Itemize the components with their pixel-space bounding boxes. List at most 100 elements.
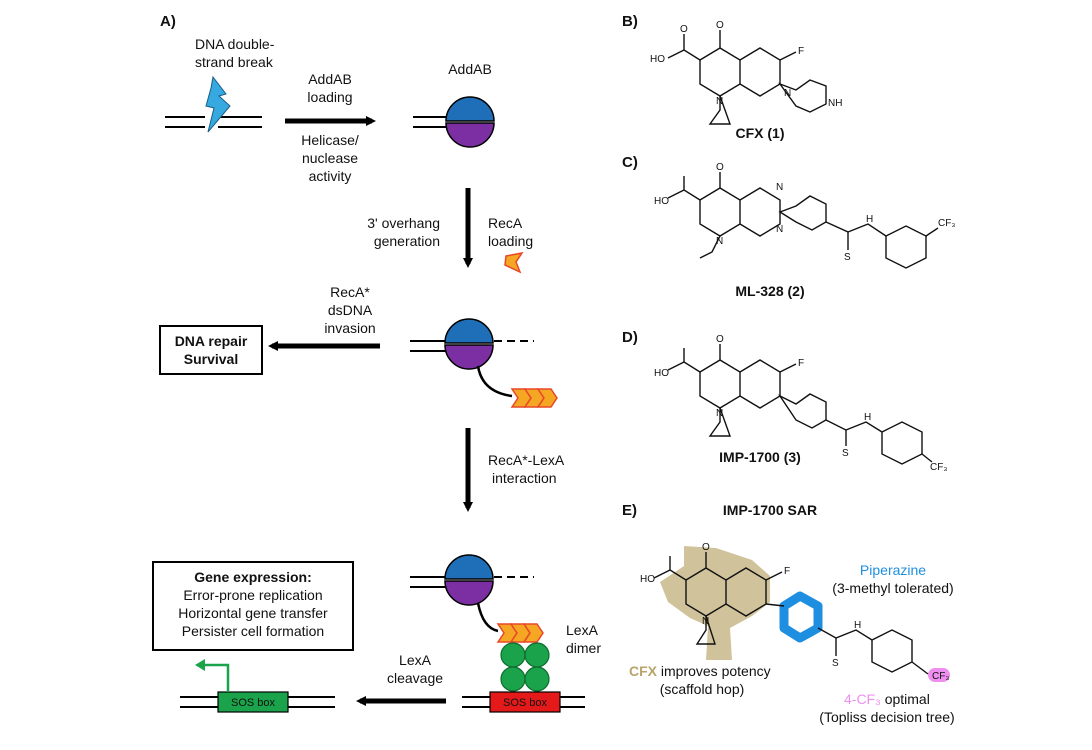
sos-box-free xyxy=(217,691,289,713)
ml328-sulfur: S xyxy=(844,252,851,263)
cfx-pip-n: N xyxy=(784,88,791,99)
sos-box-bound-label: SOS box xyxy=(503,697,548,709)
imp-oxygen: O xyxy=(716,334,724,345)
sar-hydroxyl: HO xyxy=(640,574,655,585)
step1-label-activity: activity xyxy=(309,168,352,184)
reca-filament-2 xyxy=(496,623,544,643)
sar-n1: N xyxy=(702,616,709,627)
cfx-hydroxyl: HO xyxy=(650,54,665,65)
sos-box-free-label: SOS box xyxy=(231,697,276,709)
addab-title: AddAB xyxy=(448,61,492,77)
imp-n1: N xyxy=(716,408,723,419)
cfx-sar-key: CFX xyxy=(629,663,658,679)
step1-label-helicase: Helicase/ xyxy=(301,132,359,148)
cfx-oxygen: O xyxy=(716,20,724,31)
ml328-n8: N xyxy=(776,224,783,235)
panel-a-label: A) xyxy=(160,13,176,30)
panel-c: C) O HO N N N H S CF₃ ML-328 (2) xyxy=(622,154,955,299)
step1-label-loading: loading xyxy=(307,89,352,105)
step3-label-invasion: invasion xyxy=(324,320,375,336)
imp-fluorine: F xyxy=(798,358,804,369)
step3-label-dsdna: dsDNA xyxy=(328,302,373,318)
step3-label-reca-star: RecA* xyxy=(330,284,370,300)
panel-e: E) IMP-1700 SAR O HO F N H S CF₃ xyxy=(622,502,955,725)
ml328-nh: H xyxy=(866,214,873,225)
piperazine-label: Piperazine xyxy=(860,562,926,578)
structure-sar: O HO F N H S CF₃ xyxy=(640,542,950,682)
cf3-highlight xyxy=(928,668,950,682)
ml328-hydroxyl: HO xyxy=(654,196,669,207)
sar-nh: H xyxy=(854,620,861,631)
imp-nh: H xyxy=(864,412,871,423)
dsb-label-line1: DNA double- xyxy=(195,36,275,52)
ml328-n1: N xyxy=(716,236,723,247)
ml328-name: ML-328 (2) xyxy=(735,283,804,299)
cfx-pip-nh: NH xyxy=(828,98,842,109)
reca-filament-1 xyxy=(510,388,558,408)
dsb-label-line2: strand break xyxy=(195,54,274,70)
panel-e-label: E) xyxy=(622,502,637,519)
imp-sulfur: S xyxy=(842,448,849,459)
step1-label-nuclease: nuclease xyxy=(302,150,358,166)
transcription-arrow xyxy=(205,663,230,692)
repair-label: DNA repair xyxy=(175,333,248,349)
step4-label-reca-lexa: RecA*-LexA xyxy=(488,452,565,468)
cfx-n1: N xyxy=(716,96,723,107)
gene-expression-title: Gene expression: xyxy=(194,569,312,585)
structure-imp1700: O HO F N H S CF₃ xyxy=(654,334,947,473)
panel-c-label: C) xyxy=(622,154,638,171)
addab-complex-2 xyxy=(410,318,558,408)
lexa-cleavage-label: LexA xyxy=(399,652,432,668)
panel-b: B) O O HO F N N NH CFX (1) xyxy=(622,13,842,141)
imp1700-name: IMP-1700 (3) xyxy=(719,449,801,465)
survival-label: Survival xyxy=(184,351,238,367)
structure-cfx: O O HO F N N NH xyxy=(650,20,842,125)
gene-expression-box xyxy=(152,561,354,651)
ml328-n3: N xyxy=(776,182,783,193)
cfx-fluorine: F xyxy=(798,46,804,57)
cf3-sar-key: 4-CF₃ xyxy=(844,691,881,707)
step2-label-loading: loading xyxy=(488,233,533,249)
step4-label-interaction: interaction xyxy=(492,470,557,486)
step1-label-addab: AddAB xyxy=(308,71,352,87)
lexa-dimer-label-2: dimer xyxy=(566,640,601,656)
structure-ml328: O HO N N N H S CF₃ xyxy=(654,162,955,269)
lexa-dimer xyxy=(500,642,550,692)
imp-hydroxyl: HO xyxy=(654,368,669,379)
lexa-cleavage-label-2: cleavage xyxy=(387,670,443,686)
dna-broken xyxy=(165,116,262,128)
reca-monomer-icon xyxy=(504,251,524,274)
sar-title: IMP-1700 SAR xyxy=(723,502,817,518)
sar-fluorine: F xyxy=(784,566,790,577)
step2-label-generation: generation xyxy=(374,233,440,249)
sar-oxygen: O xyxy=(702,542,710,553)
repair-box xyxy=(159,325,263,375)
ml328-oxygen: O xyxy=(716,162,724,173)
cfx-sar-line: CFX improves potency xyxy=(629,663,771,679)
piperazine-highlight xyxy=(779,591,823,643)
lightning-bolt-icon xyxy=(205,75,231,133)
cfx-sar-note: improves potency xyxy=(657,663,771,679)
addab-complex-1 xyxy=(413,96,495,148)
imp-cf3: CF₃ xyxy=(930,462,947,473)
sos-box-free-group: SOS box xyxy=(180,659,335,713)
cfx-name: CFX (1) xyxy=(736,125,785,141)
gene-expression-item-2: Horizontal gene transfer xyxy=(178,605,328,621)
gene-expression-item-3: Persister cell formation xyxy=(182,623,324,639)
cfx-highlight xyxy=(660,546,770,660)
cfx-acid-oxygen: O xyxy=(680,24,688,35)
panel-b-label: B) xyxy=(622,13,638,30)
transcription-arrowhead xyxy=(195,659,205,671)
sar-cf3: CF₃ xyxy=(932,671,949,682)
ml328-cf3: CF₃ xyxy=(938,218,955,229)
cf3-sar-line: 4-CF₃ optimal xyxy=(844,691,930,707)
sar-sulfur: S xyxy=(832,658,839,669)
step2-label-reca: RecA xyxy=(488,215,523,231)
lexa-dimer-label: LexA xyxy=(566,622,599,638)
panel-a: A) DNA double- strand break AddAB loadin… xyxy=(152,13,601,713)
sos-box-bound xyxy=(489,691,561,713)
panel-d-label: D) xyxy=(622,329,638,346)
cf3-sar-note-2: (Topliss decision tree) xyxy=(819,709,954,725)
step2-label-overhang: 3' overhang xyxy=(367,215,440,231)
